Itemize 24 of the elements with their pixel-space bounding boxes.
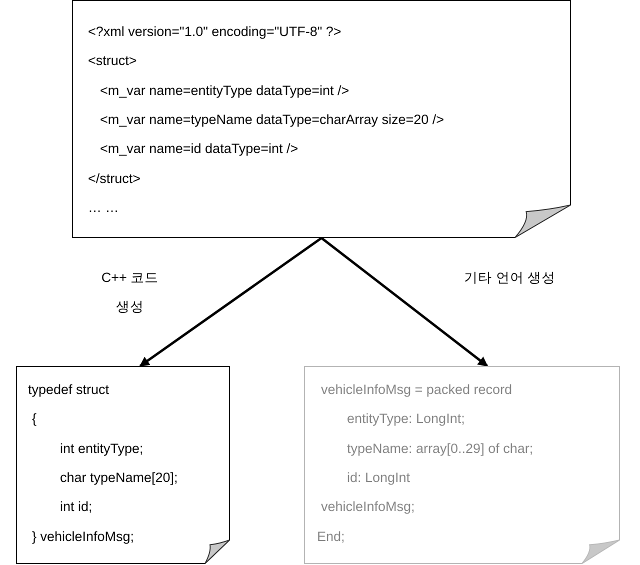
code-line: int entityType;	[60, 440, 144, 457]
arrow	[320, 237, 488, 367]
xml-document	[72, 0, 571, 238]
code-line: entityType: LongInt;	[347, 411, 465, 428]
code-line: <struct>	[88, 53, 137, 70]
code-document	[16, 366, 230, 564]
arrow	[139, 236, 322, 368]
code-line: id: LongInt	[347, 470, 410, 486]
code-line: <m_var name=typeName dataType=charArray size=20 />	[100, 112, 444, 128]
code-line: <m_var name=entityType dataType=int />	[100, 82, 350, 99]
code-line: </struct>	[88, 170, 141, 186]
code-line: vehicleInfoMsg = packed record	[321, 382, 512, 398]
code-document	[304, 366, 620, 564]
code-line: <m_var name=id dataType=int />	[100, 141, 298, 158]
code-line: {	[32, 411, 37, 428]
code-line: End;	[317, 528, 345, 544]
code-line: … …	[88, 200, 119, 216]
code-line: typeName: array[0..29] of char;	[347, 440, 534, 457]
code-line: typedef struct	[28, 382, 110, 398]
code-line: vehicleInfoMsg;	[321, 499, 415, 516]
code-line: <?xml version="1.0" encoding="UTF-8" ?>	[88, 24, 342, 40]
code-line: } vehicleInfoMsg;	[32, 528, 134, 544]
code-line: int id;	[60, 499, 92, 516]
code-line: char typeName[20];	[60, 470, 178, 486]
